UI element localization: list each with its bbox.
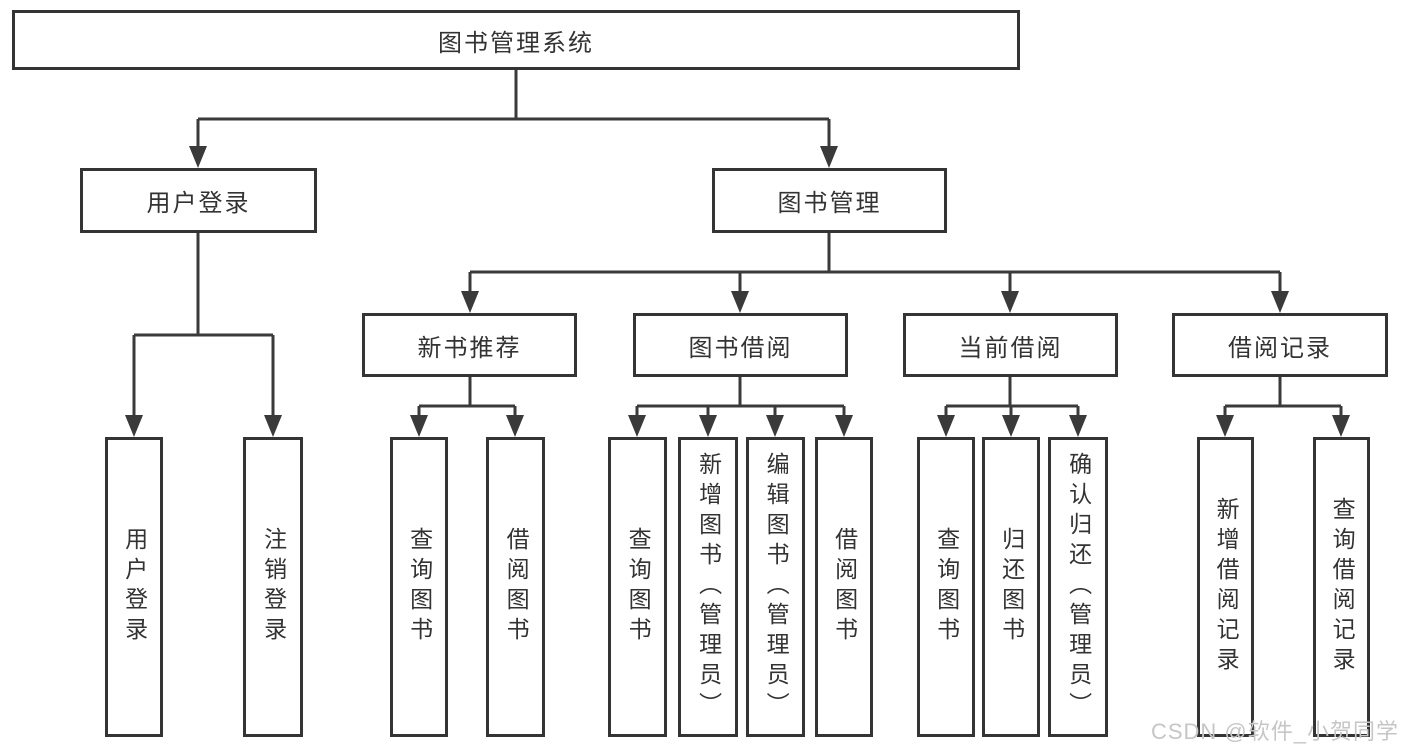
node-book-management: 图书管理 [712,168,947,233]
leaf-borrow-books: 借阅图书 [815,437,873,737]
leaf-label: 新增借阅记录 [1213,497,1240,677]
arrowheads [125,146,1350,437]
node-book-borrow: 图书借阅 [633,313,848,377]
node-label: 当前借阅 [958,334,1063,362]
leaf-query-books-borrow: 查询图书 [608,437,667,737]
leaf-label: 用户登录 [121,527,148,647]
leaf-label: 新增图书（管理员） [695,452,722,722]
node-label: 新书推荐 [417,334,522,362]
leaf-query-borrow-record: 查询借阅记录 [1313,437,1370,737]
leaf-label: 注销登录 [260,527,287,647]
node-label: 用户登录 [146,190,251,217]
leaf-label: 编辑图书（管理员） [763,452,790,722]
node-system-root: 图书管理系统 [12,10,1020,70]
leaf-label: 查询图书 [406,527,433,647]
node-current-borrow: 当前借阅 [903,313,1118,377]
leaf-label: 查询借阅记录 [1329,497,1356,677]
leaf-label: 查询图书 [625,527,652,647]
watermark: CSDN @软件_小贺同学 [1150,719,1399,744]
leaf-label: 确认归还（管理员） [1065,452,1092,722]
node-label: 图书管理系统 [438,29,594,57]
leaf-edit-books-admin: 编辑图书（管理员） [746,437,805,737]
node-label: 图书管理 [777,190,882,217]
leaf-query-books-recommend: 查询图书 [390,437,448,737]
leaf-borrow-books-recommend: 借阅图书 [486,437,545,737]
leaf-label: 借阅图书 [831,527,858,647]
leaf-label: 归还图书 [998,527,1025,647]
node-borrow-records: 借阅记录 [1172,313,1388,377]
leaf-add-books-admin: 新增图书（管理员） [678,437,738,737]
node-label: 借阅记录 [1228,334,1332,362]
leaf-add-borrow-record: 新增借阅记录 [1197,437,1254,737]
leaf-label: 查询图书 [933,527,960,647]
leaf-label: 借阅图书 [503,527,530,647]
leaf-query-books-current: 查询图书 [917,437,975,737]
leaf-user-login: 用户登录 [105,437,163,737]
leaf-return-books: 归还图书 [982,437,1040,737]
node-new-book-recommend: 新书推荐 [362,313,577,377]
node-label: 图书借阅 [688,334,793,362]
connector-path [132,70,1343,432]
leaf-logout: 注销登录 [243,437,303,737]
node-user-login: 用户登录 [80,168,317,233]
leaf-confirm-return-admin: 确认归还（管理员） [1048,437,1108,737]
